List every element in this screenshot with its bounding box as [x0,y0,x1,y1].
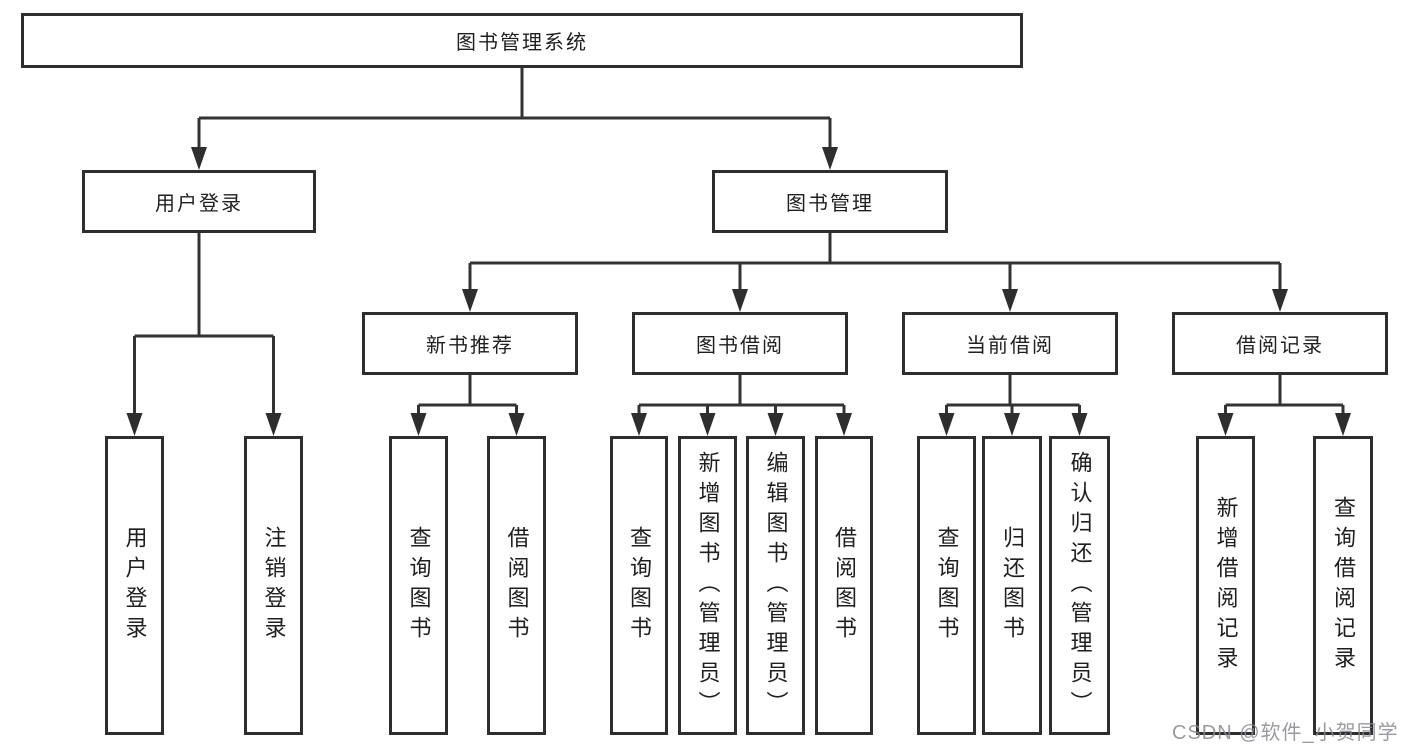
leaf-add-borrow-record-label: 新增借阅记录 [1213,495,1239,676]
leaf-add-books-admin-label: 新增图书（管理员） [695,450,721,721]
leaf-rec-borrow-books: 借阅图书 [487,436,546,735]
node-user-login: 用户登录 [82,170,316,233]
node-book-borrow: 图书借阅 [632,312,848,375]
leaf-current-query-books-label: 查询图书 [934,525,960,646]
leaf-rec-query-books: 查询图书 [389,436,448,735]
connector-path-book-borrow [637,375,846,418]
arrowhead [732,289,748,312]
leaf-current-query-books: 查询图书 [917,436,976,735]
node-new-book-rec: 新书推荐 [362,312,578,375]
leaf-edit-books-admin-label: 编辑图书（管理员） [763,450,789,721]
leaf-logout: 注销登录 [244,436,303,735]
leaf-add-books-admin: 新增图书（管理员） [678,436,737,735]
node-book-borrow-label: 图书借阅 [696,335,784,357]
node-root: 图书管理系统 [21,13,1023,68]
connector-path-borrow-records [1224,375,1345,418]
leaf-query-borrow-record-label: 查询借阅记录 [1331,495,1356,676]
arrowhead [1272,289,1288,312]
arrowhead [265,413,282,436]
arrowhead [126,413,143,436]
node-root-label: 图书管理系统 [456,32,588,54]
connector-path-user-login [133,233,275,418]
arrowhead [699,413,716,436]
leaf-borrow-books-label: 借阅图书 [832,525,857,646]
watermark: CSDN @软件_小贺同学 [1172,722,1399,744]
node-new-book-rec-label: 新书推荐 [426,335,514,357]
arrowhead [1335,413,1351,436]
leaf-logout-label: 注销登录 [261,525,287,646]
node-current-borrow-label: 当前借阅 [966,335,1054,357]
connector-path-new-book-rec [417,375,518,418]
arrowhead [631,413,647,436]
connector-path-book-mgmt [468,233,1282,293]
arrowhead [767,413,784,436]
arrowhead [410,413,427,436]
leaf-query-borrow-record: 查询借阅记录 [1313,436,1373,735]
leaf-add-borrow-record: 新增借阅记录 [1196,436,1255,735]
leaf-borrow-books: 借阅图书 [815,436,873,735]
leaf-user-login: 用户登录 [105,436,164,735]
arrowhead [938,413,955,436]
leaf-borrow-query-books-label: 查询图书 [627,525,652,646]
arrowhead [462,289,478,312]
leaf-return-books-label: 归还图书 [1000,525,1025,646]
node-borrow-records-label: 借阅记录 [1236,335,1324,357]
leaf-confirm-return-admin: 确认归还（管理员） [1049,436,1110,735]
node-user-login-label: 用户登录 [155,193,243,215]
leaf-borrow-query-books: 查询图书 [610,436,668,735]
arrowhead [1002,289,1018,312]
leaf-rec-borrow-books-label: 借阅图书 [504,525,530,646]
arrowhead-group [126,147,1351,436]
leaf-return-books: 归还图书 [982,436,1042,735]
node-book-mgmt: 图书管理 [712,170,948,233]
leaf-rec-query-books-label: 查询图书 [406,525,432,646]
node-borrow-records: 借阅记录 [1172,312,1388,375]
arrowhead [1004,413,1020,436]
arrowhead [1071,413,1088,436]
arrowhead [1217,413,1234,436]
leaf-confirm-return-admin-label: 确认归还（管理员） [1067,450,1093,721]
arrowhead [508,413,525,436]
leaf-user-login-label: 用户登录 [122,525,148,646]
arrowhead [191,147,207,170]
connector-path-root [197,66,832,150]
node-current-borrow: 当前借阅 [902,312,1118,375]
connector-path-current-borrow [945,375,1081,418]
leaf-edit-books-admin: 编辑图书（管理员） [746,436,805,735]
arrowhead [822,147,838,170]
arrowhead [836,413,852,436]
node-book-mgmt-label: 图书管理 [786,193,874,215]
